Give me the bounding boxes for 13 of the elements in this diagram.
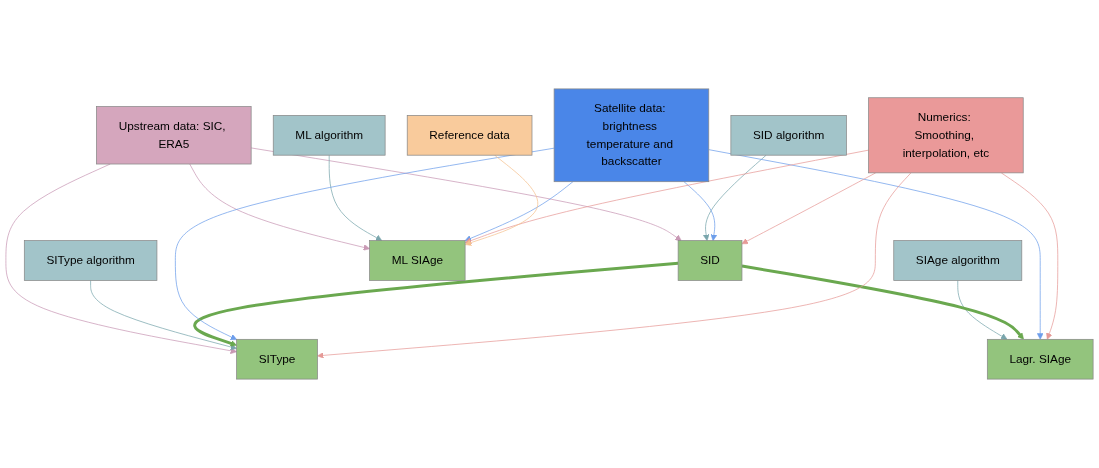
arrow <box>193 261 679 347</box>
node-box: Reference data <box>406 115 533 156</box>
node-box: Numerics: Smoothing, interpolation, etc <box>868 97 1024 174</box>
node-box: ML SIAge <box>369 240 466 281</box>
node-box: SIType algorithm <box>23 240 158 281</box>
node-box: Satellite data: brightness temperature and backscatter <box>553 88 710 183</box>
node-box: SID <box>677 240 743 281</box>
node-box: SIAge algorithm <box>893 240 1023 281</box>
node-box: Upstream data: SIC, ERA5 <box>96 106 252 165</box>
node-box: ML algorithm <box>272 115 386 156</box>
node-box: Lagr. SIAge <box>986 338 1094 380</box>
node-box: SIType <box>236 338 318 380</box>
node-box: SID algorithm <box>730 115 847 156</box>
